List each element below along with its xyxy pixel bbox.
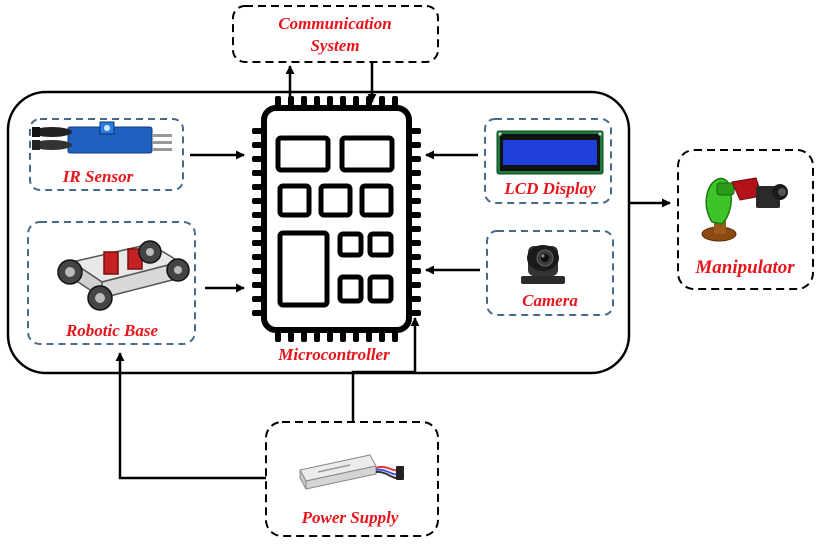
- lcd-display-block: LCD Display: [484, 118, 612, 204]
- manipulator-label: Manipulator: [694, 257, 795, 278]
- communication-label-line1: Communication: [278, 14, 391, 33]
- robotic-base-icon: [57, 240, 190, 311]
- arrow-power-to-base: [115, 352, 266, 480]
- power-supply-label: Power Supply: [301, 508, 399, 527]
- robotic-base-block: Robotic Base: [27, 221, 196, 345]
- connection-arrows: [115, 62, 671, 480]
- ir-sensor-label: IR Sensor: [62, 167, 134, 186]
- manipulator-block: Manipulator: [677, 149, 814, 290]
- communication-system-block: Communication System: [232, 5, 439, 63]
- communication-label-line2: System: [310, 36, 359, 55]
- lcd-display-icon: [496, 130, 604, 175]
- battery-icon: [299, 454, 404, 490]
- manipulator-icon: [701, 177, 788, 242]
- camera-block: Camera: [486, 230, 614, 316]
- robotic-base-label: Robotic Base: [65, 321, 159, 340]
- microcontroller-label: Microcontroller: [277, 345, 390, 364]
- camera-icon: [521, 245, 565, 284]
- camera-label: Camera: [522, 291, 578, 310]
- lcd-display-label: LCD Display: [503, 179, 596, 198]
- microcontroller-chip: Microcontroller: [252, 96, 421, 364]
- ir-sensor-block: IR Sensor: [29, 118, 184, 191]
- chip-cells: [275, 135, 395, 308]
- system-enclosure: [6, 90, 631, 375]
- ir-sensor-icon: [32, 121, 172, 154]
- chip-body: [261, 105, 412, 333]
- arrow-power-to-mcu: [351, 317, 420, 422]
- power-supply-block: Power Supply: [265, 421, 439, 537]
